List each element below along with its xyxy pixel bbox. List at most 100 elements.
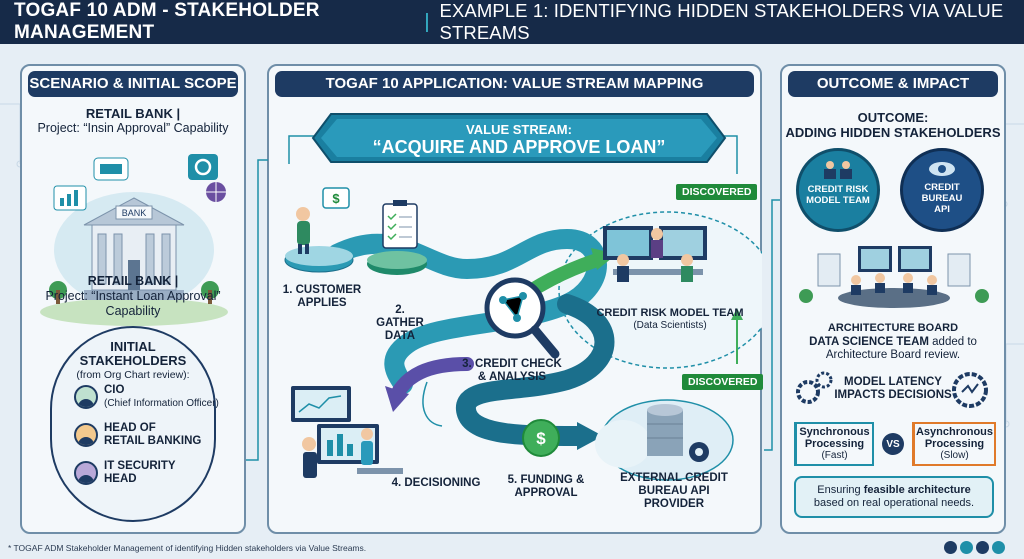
scenario-panel-heading: SCENARIO & INITIAL SCOPE (28, 71, 238, 97)
latency-line1: MODEL LATENCY (844, 376, 942, 388)
globe-icon (206, 182, 226, 202)
money-speech-symbol: $ (332, 191, 340, 206)
value-stream-panel-heading: TOGAF 10 APPLICATION: VALUE STREAM MAPPI… (275, 71, 754, 97)
stakeholders-title-2: STAKEHOLDERS (79, 353, 187, 368)
project-2-line2: Capability (105, 304, 161, 318)
footer-logos (944, 541, 1005, 554)
sync-title-1: Synchronous (799, 426, 870, 438)
step-5-line1: 5. FUNDING & (507, 474, 585, 486)
cio-avatar-icon (74, 385, 98, 409)
role-it-security-name: IT SECURITY (104, 460, 176, 472)
step-1-line2: APPLIES (297, 297, 347, 309)
credit-bureau-line3: PROVIDER (643, 498, 705, 510)
header-title-sub: EXAMPLE 1: IDENTIFYING HIDDEN STAKEHOLDE… (439, 0, 1004, 43)
chart-icon (53, 185, 87, 211)
step-3-line1: 3. CREDIT CHECK (462, 358, 562, 370)
discovered-tag-credit-team: DISCOVERED (676, 184, 758, 200)
async-processing-box: Asynchronous Processing (Slow) (912, 422, 996, 466)
scenario-panel: SCENARIO & INITIAL SCOPE RETAIL BANK | P… (20, 64, 246, 534)
async-title-1: Asynchronous (915, 426, 993, 438)
money-speech-icon: $ (322, 187, 350, 209)
step-2-label: 2. GATHER DATA (370, 304, 430, 343)
latency-gears-icon (796, 371, 833, 404)
step-4-line1: 4. DECISIONING (391, 477, 481, 489)
step-2-line1: 2. GATHER (376, 304, 424, 329)
project-2-line1: Project: “Instant Loan Approval” (45, 289, 221, 303)
stakeholders-note: (from Org Chart review): (76, 369, 190, 381)
circle2-line1: CREDIT (924, 182, 960, 193)
project-1-label: Project: “Insin Approval” Capability (37, 121, 229, 135)
bank-title-2: RETAIL BANK | Project: “Instant Loan App… (22, 274, 244, 319)
architecture-board-illustration (799, 246, 989, 308)
bank-illustration: BANK (40, 154, 228, 326)
logo-icon-1 (944, 541, 957, 554)
board-desc-line2: Architecture Board review. (825, 349, 961, 361)
cloud-database-icon (595, 399, 734, 481)
credit-bureau-label: EXTERNAL CREDIT BUREAU API PROVIDER (616, 472, 732, 511)
role-cio: CIO (Chief Information Officer) (74, 384, 219, 410)
latency-gauge-icon (952, 372, 988, 408)
logo-icon-2 (960, 541, 973, 554)
credit-risk-team-circle: CREDIT RISK MODEL TEAM (796, 148, 880, 232)
role-cio-name: CIO (104, 384, 125, 396)
vs-badge: VS (882, 433, 904, 455)
clipboard-icon (382, 200, 418, 249)
circle1-line1: CREDIT RISK (807, 184, 869, 195)
bank-building-base (84, 290, 184, 300)
latency-line2: IMPACTS DECISIONS (834, 389, 952, 401)
credit-team-illustration (603, 226, 707, 282)
feasible-line2: based on real operational needs. (813, 497, 975, 509)
head-retail-avatar-icon (74, 423, 98, 447)
feasible-architecture-box: Ensuring feasible architecture based on … (794, 476, 994, 518)
outcome-title-line1: OUTCOME: (857, 110, 929, 125)
initial-stakeholders-circle (50, 326, 216, 522)
credit-bureau-line1: EXTERNAL CREDIT (620, 472, 728, 484)
architecture-board-desc: DATA SCIENCE TEAM added to Architecture … (782, 336, 1004, 362)
credit-team-name: CREDIT RISK MODEL TEAM (596, 307, 743, 319)
magnifier-analysis-icon (484, 277, 560, 359)
step-1-label: 1. CUSTOMER APPLIES (276, 284, 368, 310)
async-note: (Slow) (940, 450, 969, 461)
latency-title: MODEL LATENCY IMPACTS DECISIONS (832, 376, 954, 402)
funding-coin-icon: $ (522, 419, 560, 457)
funding-coin-symbol: $ (536, 429, 546, 448)
step-3-label: 3. CREDIT CHECK & ANALYSIS (462, 358, 562, 384)
outcome-panel-heading: OUTCOME & IMPACT (788, 71, 998, 97)
step-4-label: 4. DECISIONING (386, 477, 486, 490)
panel-connectors (246, 159, 780, 461)
board-desc-bold: DATA SCIENCE TEAM (809, 336, 929, 348)
header-bar: TOGAF 10 ADM - STAKEHOLDER MANAGEMENT | … (0, 0, 1024, 44)
cloud-gear-icon (929, 162, 955, 176)
bank-sign-text: BANK (122, 208, 147, 218)
sync-processing-box: Synchronous Processing (Fast) (794, 422, 874, 466)
role-it-security: IT SECURITY HEAD (74, 460, 176, 486)
feasible-bold: feasible architecture (863, 484, 971, 496)
circle2-line3: API (934, 204, 950, 215)
stakeholders-title: INITIAL STAKEHOLDERS (22, 340, 244, 368)
step-5-label: 5. FUNDING & APPROVAL (498, 474, 594, 500)
banner-line1: VALUE STREAM: (466, 122, 572, 137)
role-cio-detail: (Chief Information Officer) (104, 398, 219, 409)
credit-bureau-api-circle: CREDIT BUREAU API (900, 148, 984, 232)
customer-person-icon (296, 207, 310, 254)
header-separator: | (424, 10, 430, 33)
outcome-title-line2: ADDING HIDDEN STAKEHOLDERS (785, 125, 1001, 140)
role-head-retail-name: HEAD OF (104, 422, 156, 434)
sync-title-2: Processing (804, 438, 865, 450)
architecture-board-label: ARCHITECTURE BOARD (827, 322, 959, 334)
logo-icon-3 (976, 541, 989, 554)
role-head-retail: HEAD OF RETAIL BANKING (74, 422, 201, 448)
outcome-panel: OUTCOME & IMPACT OUTCOME: ADDING HIDDEN … (780, 64, 1006, 534)
bank-title-2-label: RETAIL BANK | (87, 274, 179, 288)
step-1-line1: 1. CUSTOMER (282, 284, 362, 296)
outcome-title: OUTCOME: ADDING HIDDEN STAKEHOLDERS (782, 110, 1004, 140)
money-icon (93, 157, 129, 181)
banner-line2: “ACQUIRE AND APPROVE LOAN” (373, 137, 666, 157)
feasible-pre: Ensuring (817, 484, 864, 496)
role-head-retail-detail: RETAIL BANKING (104, 435, 202, 447)
bank-title-1: RETAIL BANK | Project: “Insin Approval” … (22, 106, 244, 135)
circle2-line2: BUREAU (921, 193, 963, 204)
board-desc-rest: added to (928, 336, 977, 348)
step-2-line2: DATA (384, 330, 416, 342)
role-it-security-detail: HEAD (104, 473, 137, 485)
